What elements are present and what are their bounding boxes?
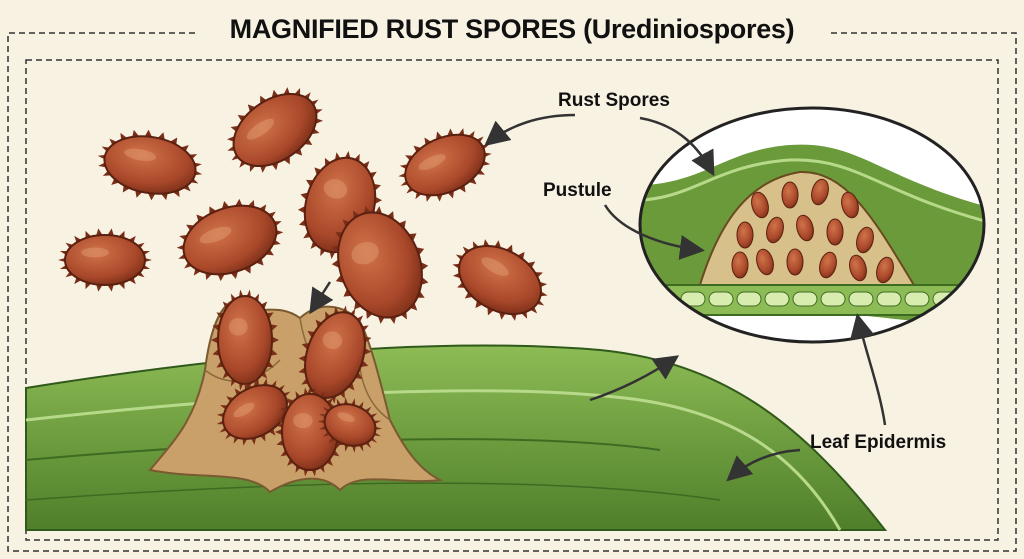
pustule-spores xyxy=(731,178,894,284)
epidermis-cell xyxy=(708,291,734,307)
arrows xyxy=(309,113,887,482)
spore xyxy=(331,205,429,325)
epidermis-cell xyxy=(820,291,846,307)
epidermis-cell xyxy=(904,291,930,307)
leaf-blade xyxy=(25,344,888,531)
arrow-falling xyxy=(309,281,334,315)
spore xyxy=(849,254,867,282)
arrow-epidermis-leaf xyxy=(726,448,801,482)
arrow-epidermis-up xyxy=(850,313,887,426)
epidermis-cell xyxy=(848,291,874,307)
spore xyxy=(176,198,284,282)
diagram-title: MAGNIFIED RUST SPORES (Urediniospores) xyxy=(229,14,795,44)
spore xyxy=(841,191,859,219)
spore xyxy=(736,221,754,249)
inner-dashed-frame xyxy=(25,59,999,541)
spore xyxy=(756,248,774,276)
spore-group xyxy=(58,87,548,477)
spore xyxy=(781,181,799,209)
epidermis-cell xyxy=(640,291,650,307)
spore xyxy=(731,251,749,279)
spore xyxy=(819,251,837,279)
arrow-to-spores xyxy=(484,113,576,147)
arrow-to-circle xyxy=(589,355,680,402)
spore xyxy=(97,129,203,201)
label-rust-spores: Rust Spores xyxy=(558,90,670,111)
spore xyxy=(275,387,345,477)
spore xyxy=(317,397,383,453)
epidermis-cell xyxy=(792,291,818,307)
spore xyxy=(211,289,279,391)
spore xyxy=(856,226,874,254)
spore xyxy=(876,256,894,284)
spore xyxy=(826,218,844,246)
epidermis-cell xyxy=(736,291,762,307)
spore xyxy=(298,305,372,405)
epidermis-cell xyxy=(960,291,984,307)
spore xyxy=(811,178,829,206)
epidermis-cell xyxy=(764,291,790,307)
epidermis-cell xyxy=(989,292,1013,306)
arrow-pustule xyxy=(603,204,705,260)
spore xyxy=(766,216,784,244)
spore xyxy=(452,239,548,321)
spore xyxy=(786,248,804,276)
magnified-view xyxy=(638,106,1013,344)
epidermis-cell xyxy=(876,291,902,307)
spore xyxy=(398,128,492,202)
spore xyxy=(216,378,294,446)
label-leaf-epidermis: Leaf Epidermis xyxy=(810,432,947,453)
arrow-to-circle-spores xyxy=(639,116,715,177)
spore xyxy=(796,214,814,242)
label-pustule: Pustule xyxy=(543,180,612,201)
spore xyxy=(751,191,769,219)
spore xyxy=(58,228,152,292)
outer-dashed-frame xyxy=(7,32,1017,552)
spore xyxy=(227,87,323,173)
